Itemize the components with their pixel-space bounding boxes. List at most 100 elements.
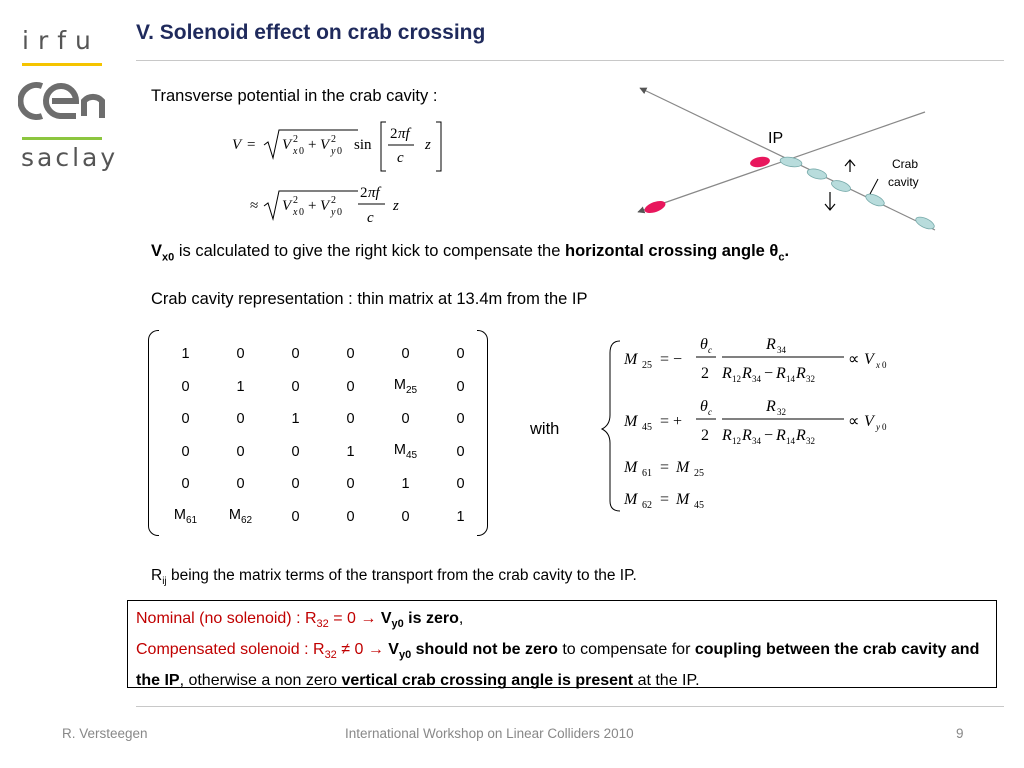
svg-text:z: z (424, 137, 431, 153)
svg-text:= −: = − (660, 351, 682, 368)
nominal-v-sub: y0 (391, 618, 404, 631)
matrix-cell: 0 (346, 508, 355, 525)
svg-text:M: M (623, 459, 639, 476)
svg-text:34: 34 (752, 436, 762, 446)
svg-text:0: 0 (337, 146, 342, 157)
rij-text: being the matrix terms of the transport … (166, 567, 637, 584)
svg-text:+: + (308, 137, 316, 153)
matrix-cell: 1 (346, 443, 355, 460)
matrix-cell: 0 (456, 476, 465, 493)
svg-text:= +: = + (660, 413, 682, 430)
nominal-bold: is zero (403, 610, 459, 627)
intro-text: Transverse potential in the crab cavity … (151, 87, 438, 105)
svg-text:M: M (623, 491, 639, 508)
footer-rule (136, 706, 1004, 707)
svg-text:V: V (864, 413, 876, 430)
svg-text:y: y (330, 146, 336, 157)
svg-text:34: 34 (752, 374, 762, 384)
matrix-cell: 1 (291, 411, 300, 428)
saclay-logo: saclay (21, 143, 119, 172)
nominal-label: Nominal (no solenoid) : R (136, 610, 317, 627)
svg-text:2: 2 (701, 427, 709, 444)
svg-text:R: R (741, 365, 752, 382)
svg-text:y: y (875, 422, 880, 432)
rij-explanation: Rij being the matrix terms of the transp… (151, 567, 637, 588)
crab-crossing-diagram: IP Crab cavity (637, 87, 936, 231)
slide-title: V. Solenoid effect on crab crossing (136, 21, 486, 44)
vx0-bold: horizontal crossing angle θ (564, 242, 779, 260)
svg-text:R: R (775, 427, 786, 444)
matrix-cell: 0 (401, 508, 410, 525)
svg-text:32: 32 (777, 407, 786, 417)
svg-text:c: c (397, 150, 404, 166)
comp-eq: ≠ 0 → (336, 641, 389, 659)
svg-text:M: M (623, 413, 639, 430)
logo-divider-green (22, 137, 102, 140)
matrix-cell: 0 (346, 411, 355, 428)
svg-text:14: 14 (786, 436, 796, 446)
matrix-cell: 1 (456, 508, 465, 525)
svg-text:c: c (708, 345, 712, 355)
nominal-v: V (380, 610, 392, 627)
svg-text:M: M (675, 459, 691, 476)
comp-bold: should not be zero (411, 641, 558, 659)
svg-text:z: z (392, 198, 399, 214)
svg-text:0: 0 (299, 207, 304, 218)
svg-text:x: x (875, 360, 880, 370)
comp-text2: , otherwise a non zero (179, 672, 342, 690)
svg-text:32: 32 (806, 374, 815, 384)
matrix-cell: 1 (401, 476, 410, 493)
footer-conference: International Workshop on Linear Collide… (345, 726, 634, 741)
svg-text:2: 2 (331, 195, 336, 206)
matrix-cell: 1 (236, 378, 245, 395)
matrix-cell: 0 (181, 411, 190, 428)
matrix-cell: M62 (228, 507, 253, 527)
matrix-cell: 0 (181, 378, 190, 395)
matrix-cell: 0 (401, 346, 410, 363)
comp-v-sub: y0 (398, 649, 412, 662)
matrix-cell: 0 (181, 443, 190, 460)
comp-text: to compensate for (557, 641, 695, 659)
svg-text:−: − (764, 365, 773, 382)
vx0-explanation: Vx0 is calculated to give the right kick… (151, 242, 790, 264)
matrix-cell: 0 (291, 476, 300, 493)
svg-text:R: R (795, 365, 806, 382)
matrix-cell: 1 (181, 346, 190, 363)
svg-text:=: = (660, 491, 669, 508)
svg-text:61: 61 (642, 468, 652, 479)
matrix-cell: 0 (236, 476, 245, 493)
svg-text:R: R (765, 336, 776, 353)
svg-text:0: 0 (299, 146, 304, 157)
svg-text:2: 2 (360, 185, 368, 201)
svg-text:2: 2 (701, 365, 709, 382)
svg-text:πf: πf (398, 126, 412, 142)
matrix-cell: 0 (346, 346, 355, 363)
matrix-cell: 0 (181, 476, 190, 493)
title-rule (136, 60, 1004, 61)
matrix-cell: 0 (456, 411, 465, 428)
svg-text:34: 34 (777, 345, 787, 355)
svg-text:=: = (660, 459, 669, 476)
svg-text:y: y (330, 207, 336, 218)
svg-text:2: 2 (390, 126, 398, 142)
svg-text:V: V (232, 137, 243, 153)
footer-author: R. Versteegen (62, 726, 148, 741)
logo-divider-yellow (22, 63, 102, 66)
comp-bold3: vertical crab crossing angle is present (341, 672, 634, 690)
svg-text:V: V (864, 351, 876, 368)
svg-text:θ: θ (700, 398, 708, 415)
svg-text:M: M (623, 351, 639, 368)
svg-text:62: 62 (642, 500, 652, 511)
nominal-line: Nominal (no solenoid) : R32 = 0 → Vy0 is… (136, 606, 988, 637)
cea-logo (18, 82, 105, 120)
svg-text:x: x (292, 146, 298, 157)
svg-text:x: x (292, 207, 298, 218)
svg-text:V: V (320, 137, 331, 153)
matrix-cell: 0 (456, 378, 465, 395)
